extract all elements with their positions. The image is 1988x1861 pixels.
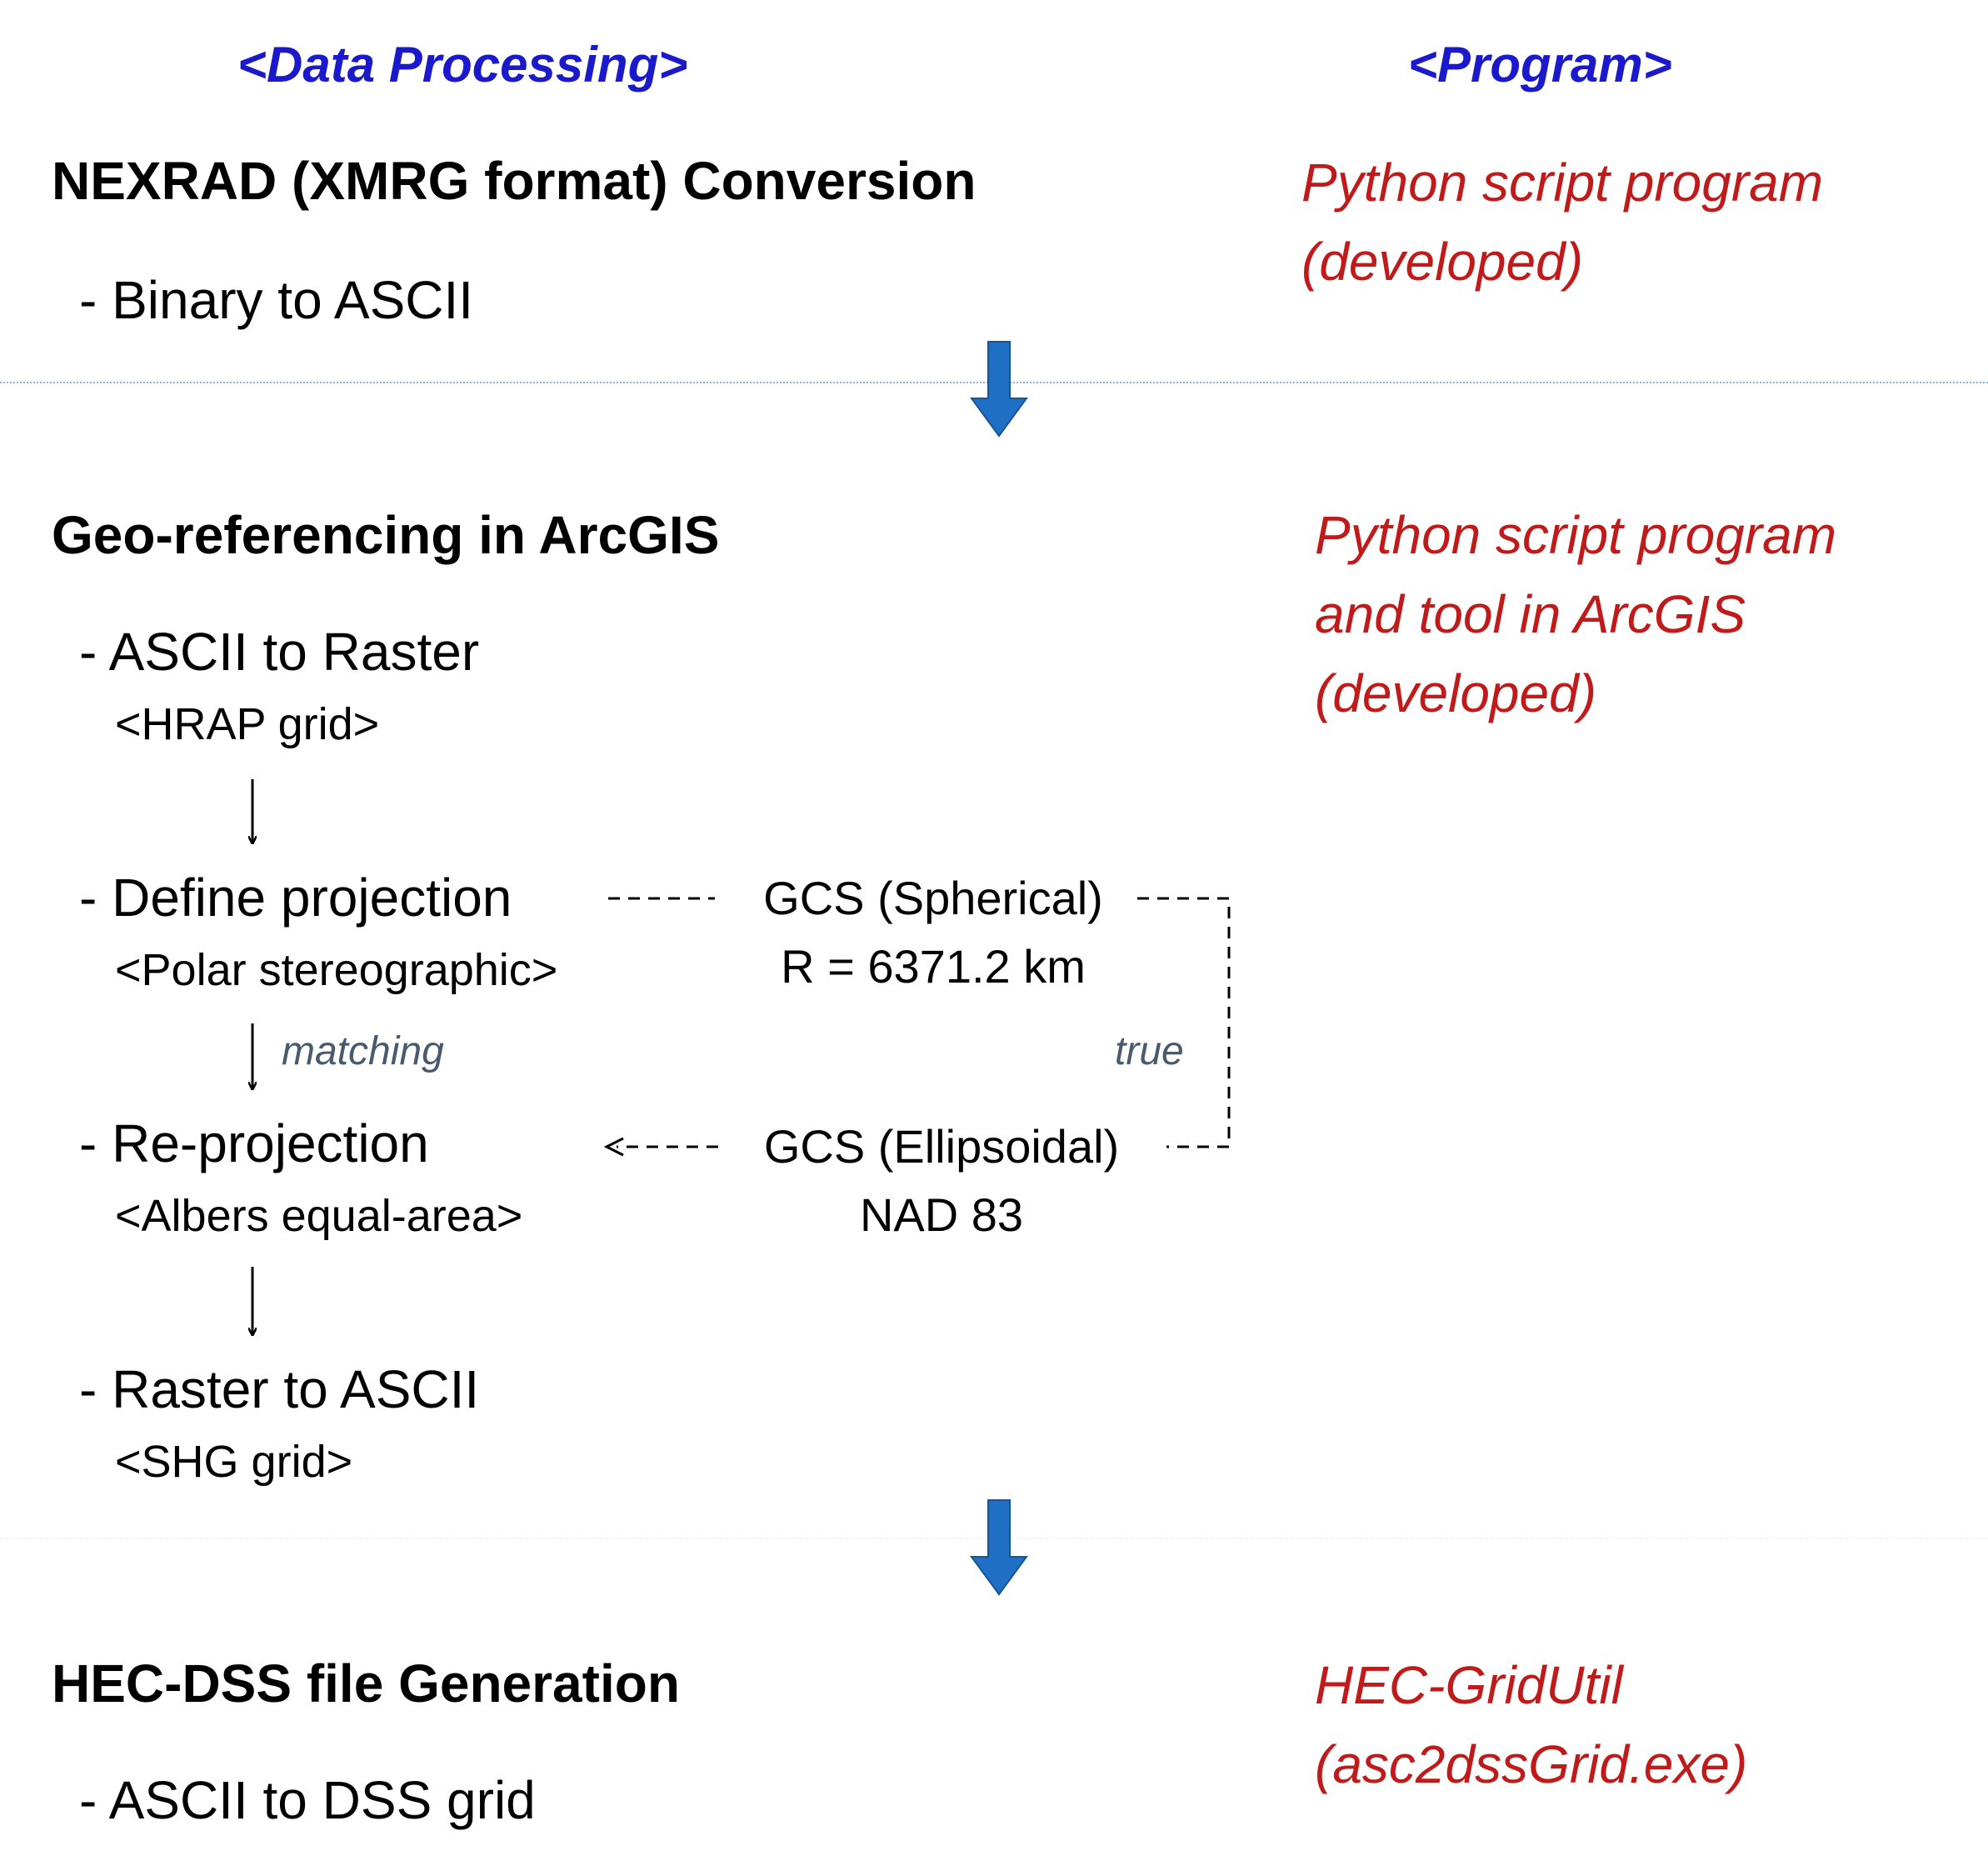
step-re-projection: - Re-projection: [79, 1113, 429, 1173]
step-re-projection-sub: <Albers equal-area>: [115, 1191, 523, 1241]
stage3-item: - ASCII to DSS grid: [79, 1770, 536, 1830]
label-true: true: [1115, 1029, 1184, 1073]
header-program: <Program>: [1408, 37, 1672, 93]
step-define-projection-sub: <Polar stereographic>: [115, 945, 558, 995]
stage1-program-line: (developed): [1301, 232, 1583, 292]
stage2-program-line: and tool in ArcGIS: [1315, 584, 1746, 644]
stage1-program-line: Python script program: [1301, 153, 1824, 213]
stage2-title: Geo-referencing in ArcGIS: [52, 505, 720, 565]
stage3-program: HEC-GridUtil (asc2dssGrid.exe): [1315, 1646, 1747, 1804]
flow-arrow-down-icon: [970, 1499, 1028, 1596]
stage2-program-line: Python script program: [1315, 505, 1837, 565]
stage1-program: Python script program (developed): [1301, 143, 1823, 302]
gcs-ellipsoidal-detail: NAD 83: [859, 1188, 1024, 1241]
flow-arrow-down-icon: [970, 341, 1028, 438]
label-matching: matching: [282, 1029, 444, 1073]
gcs-ellipsoidal: GCS (Ellipsoidal) NAD 83: [733, 1123, 1150, 1238]
gcs-ellipsoidal-name: GCS (Ellipsoidal): [763, 1120, 1120, 1173]
stage3-program-line: (asc2dssGrid.exe): [1315, 1734, 1748, 1794]
stage3-program-line: HEC-GridUtil: [1315, 1655, 1623, 1715]
gcs-spherical-name: GCS (Spherical): [763, 872, 1103, 924]
step-raster-to-ascii: - Raster to ASCII: [79, 1359, 480, 1419]
gcs-spherical: GCS (Spherical) R = 6371.2 km: [733, 875, 1133, 990]
dashed-connector-true: [1137, 897, 1231, 1148]
step-define-projection: - Define projection: [79, 868, 512, 928]
header-data-processing: <Data Processing>: [237, 37, 688, 93]
step-raster-to-ascii-sub: <SHG grid>: [115, 1437, 353, 1487]
stage2-program-line: (developed): [1315, 663, 1596, 723]
step-ascii-to-raster-sub: <HRAP grid>: [115, 699, 380, 749]
stage1-title: NEXRAD (XMRG format) Conversion: [52, 151, 977, 211]
dashed-arrowhead-icon: [603, 1137, 624, 1157]
gcs-spherical-detail: R = 6371.2 km: [781, 940, 1086, 993]
stage3-title: HEC-DSS file Generation: [52, 1653, 680, 1713]
stage1-item: - Binary to ASCII: [79, 270, 474, 330]
step-ascii-to-raster: - ASCII to Raster: [79, 622, 480, 682]
stage2-program: Python script program and tool in ArcGIS…: [1315, 496, 1836, 733]
